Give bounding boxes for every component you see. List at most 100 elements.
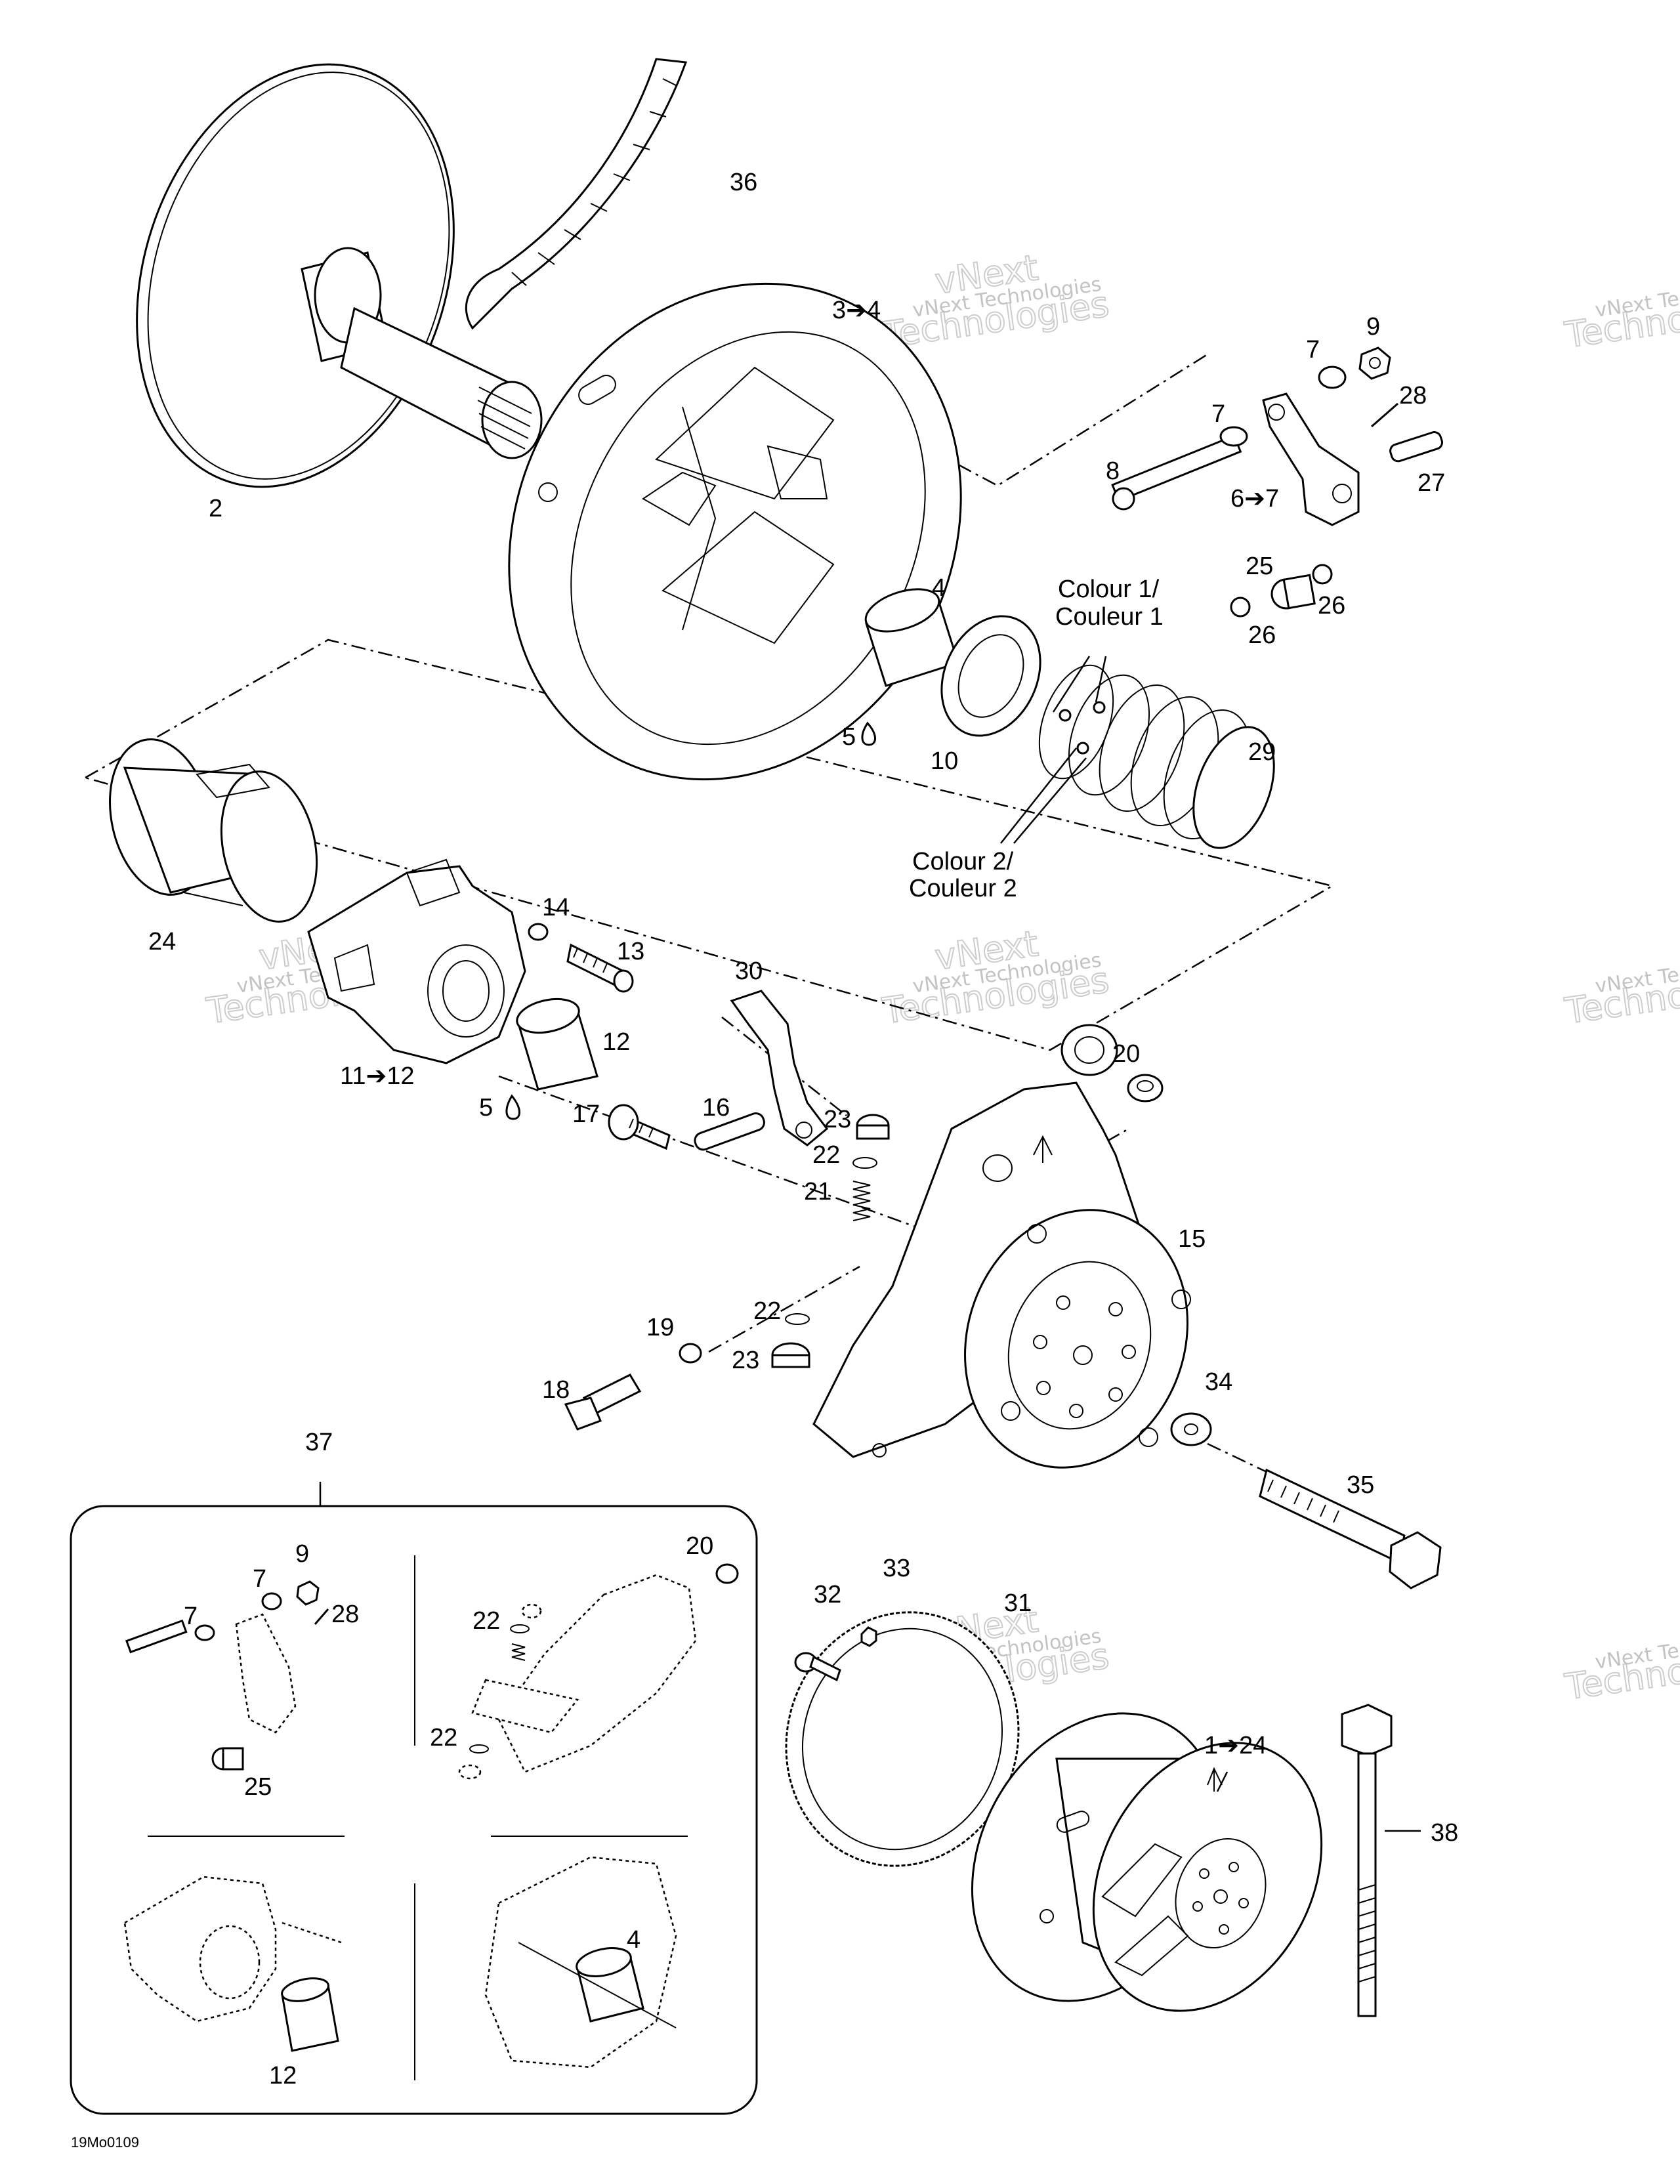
part-28-cotter-pin [1371, 402, 1398, 428]
inset-cam-arm [123, 1876, 342, 2052]
part-11-cam-arm [307, 858, 526, 1064]
callout-30: 30 [735, 957, 763, 985]
callout-22a: 22 [812, 1141, 840, 1169]
part-1-drive-pulley-assembly [971, 1712, 1323, 2012]
part-36-drive-belt [465, 58, 688, 330]
inset-lever-arm [125, 1580, 329, 1771]
callout-5a: 5 [842, 723, 856, 751]
part-2-fixed-sheave [136, 63, 543, 488]
callout-34: 34 [1205, 1368, 1232, 1396]
colour-notes: Colour 1/ Couleur 1 Colour 2/ Couleur 2 [909, 576, 1164, 902]
callout-24: 24 [148, 928, 176, 956]
inset-callout-7a: 7 [253, 1565, 266, 1593]
callout-17: 17 [572, 1101, 600, 1128]
callout-8: 8 [1106, 457, 1120, 485]
part-7-bushing-a [1219, 426, 1248, 447]
callout-16: 16 [702, 1094, 730, 1122]
guide-middle [85, 639, 1335, 1051]
inset-callout-4: 4 [627, 1926, 640, 1954]
callout-19: 19 [646, 1314, 674, 1341]
part-27-pin [1389, 431, 1444, 463]
callout-29: 29 [1248, 738, 1276, 766]
part-6-lever-arm [1262, 392, 1360, 526]
part-8-bolt [1111, 434, 1242, 511]
inset-callout-22a: 22 [472, 1607, 500, 1635]
part-34-washer [1170, 1412, 1212, 1446]
part-19-washer [679, 1343, 702, 1364]
part-31-ring-gear [785, 1611, 1020, 1867]
callout-21: 21 [804, 1178, 831, 1206]
callout-11-12: 11➔12 [340, 1062, 415, 1090]
part-23-roller-a [856, 1114, 890, 1140]
callout-3-4: 3➔4 [832, 297, 881, 324]
part-5-drop-a [861, 721, 876, 746]
callout-4: 4 [932, 574, 946, 602]
part-22-ring-b [785, 1313, 810, 1325]
part-7-bushing-b [1318, 366, 1347, 389]
watermark-2: Technologies vNext vNext Technologies [879, 246, 1112, 356]
part-15-spider [812, 1024, 1191, 1469]
colour1-label-line1: Colour 1/ [1058, 576, 1160, 603]
colour2-label-line1: Colour 2/ [912, 848, 1014, 875]
part-33-nut [860, 1626, 877, 1647]
part-26-washer-a [1230, 597, 1251, 618]
part-14-washer [528, 923, 549, 941]
callout-37: 37 [305, 1429, 333, 1456]
part-5-drop-b [505, 1094, 520, 1120]
callout-23b: 23 [732, 1347, 759, 1374]
callout-27: 27 [1418, 469, 1445, 497]
inset-callout-12: 12 [269, 2062, 297, 2090]
drawing-code: 19Mo0109 [71, 2134, 139, 2151]
callout-26a: 26 [1318, 592, 1345, 620]
callout-22b: 22 [753, 1297, 781, 1325]
part-12-bushing [516, 998, 598, 1091]
callout-23a: 23 [824, 1106, 851, 1133]
part-26-washer-b [1312, 564, 1333, 585]
callout-12: 12 [602, 1028, 630, 1056]
part-24-slider-cover [109, 738, 318, 923]
part-35-bolt [1259, 1468, 1442, 1589]
part-13-screw [566, 943, 634, 993]
part-9-nut [1358, 346, 1391, 380]
callout-10: 10 [931, 747, 958, 775]
inset-spider-roller [458, 1563, 739, 1780]
part-32-screw [794, 1652, 841, 1682]
inset-callout-28: 28 [331, 1601, 359, 1628]
watermark-edge-1: Technologies vNext Technologies [1561, 273, 1680, 357]
callout-1-24: 1➔24 [1204, 1732, 1267, 1759]
callout-7b: 7 [1211, 400, 1225, 428]
inset-callout-22b: 22 [430, 1724, 457, 1752]
callout-2: 2 [209, 495, 222, 522]
part-22-ring-a [852, 1157, 877, 1169]
part-17-screw [608, 1104, 671, 1150]
callout-36: 36 [730, 169, 757, 196]
callout-32: 32 [814, 1581, 841, 1608]
guide-axis-3 [708, 1265, 860, 1353]
leader-lines [319, 656, 1421, 1832]
part-18-bolt [564, 1374, 642, 1431]
callout-9: 9 [1366, 313, 1380, 341]
callout-18: 18 [542, 1376, 570, 1404]
inset-callout-9: 9 [295, 1540, 309, 1568]
watermark-edge-2: Technologies vNext Technologies [1561, 949, 1680, 1033]
callout-7a: 7 [1306, 336, 1320, 364]
part-38-puller-bolt [1341, 1704, 1393, 2017]
inset-callout-20: 20 [686, 1532, 713, 1560]
watermark-4: Technologies vNext vNext Technologies [879, 922, 1112, 1032]
callout-labels: 36 2 3➔4 9 7 7 28 8 6➔7 27 25 26 26 4 5 … [148, 169, 1458, 2090]
inset-callout-25: 25 [244, 1773, 272, 1801]
callout-35: 35 [1347, 1471, 1374, 1499]
part-4-bushing [864, 588, 959, 687]
shaft-splines [477, 387, 532, 450]
part-10-washer [940, 615, 1041, 737]
inset-panel [70, 1505, 758, 2115]
part-25-roller [1270, 574, 1316, 610]
callout-31: 31 [1004, 1589, 1032, 1617]
callout-26b: 26 [1248, 621, 1276, 649]
part-23-roller-b [771, 1342, 810, 1368]
callout-20: 20 [1112, 1040, 1140, 1068]
callout-38: 38 [1431, 1819, 1458, 1847]
callout-5b: 5 [479, 1094, 493, 1122]
colour1-label-line2: Couleur 1 [1055, 603, 1164, 631]
